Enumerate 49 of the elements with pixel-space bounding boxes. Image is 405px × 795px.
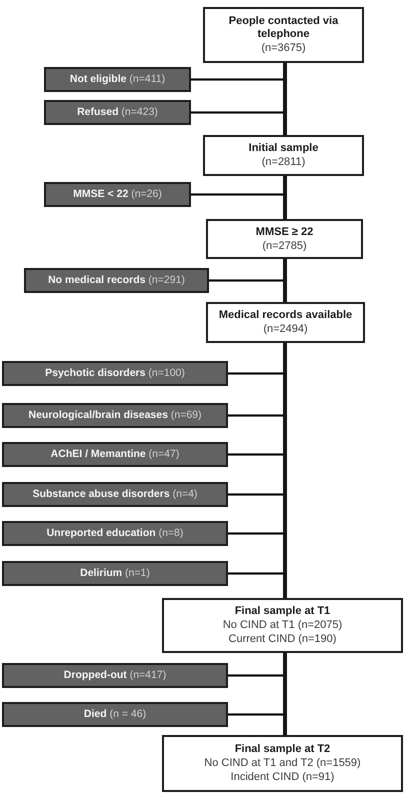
sample-count: (n=3675) — [261, 41, 306, 55]
exclusion-label: Died (n = 46) — [84, 708, 146, 721]
exclusion-label: Delirium (n=1) — [80, 567, 150, 580]
stage-heading: Final sample at T2 — [234, 743, 330, 756]
connector-line — [283, 176, 287, 219]
exclusion-box — [2, 663, 228, 688]
exclusion-box — [44, 67, 191, 92]
sample-count: Current CIND (n=190) — [228, 632, 336, 646]
stage-box — [206, 219, 363, 259]
exclusion-box — [44, 182, 191, 207]
exclusion-box — [24, 268, 209, 293]
exclusion-label: MMSE < 22 (n=26) — [73, 188, 162, 201]
exclusion-label: Psychotic disorders (n=100) — [45, 367, 185, 380]
exclusion-label: Not eligible (n=411) — [70, 73, 166, 86]
exclusion-box — [2, 442, 228, 467]
stage-box — [162, 735, 403, 792]
stage-heading: Final sample at T1 — [234, 605, 330, 618]
exclusion-box — [2, 561, 228, 586]
sample-count: No CIND at T1 (n=2075) — [222, 618, 342, 632]
exclusion-box — [2, 403, 228, 428]
exclusion-box — [2, 482, 228, 507]
stage-heading: People contacted via telephone — [228, 15, 340, 41]
exclusion-label: Dropped-out (n=417) — [64, 669, 166, 682]
exclusion-box — [2, 521, 228, 546]
connector-line — [283, 343, 287, 598]
exclusion-box — [2, 702, 228, 727]
exclusion-label: Unreported education (n=8) — [46, 527, 184, 540]
connector-line — [283, 653, 287, 735]
stage-box — [203, 135, 364, 176]
connector-line — [283, 259, 287, 302]
sample-count: No CIND at T1 and T2 (n=1559) — [204, 756, 361, 770]
sample-count: (n=2811) — [262, 155, 306, 169]
exclusion-label: Substance abuse disorders (n=4) — [32, 488, 198, 501]
exclusion-box — [44, 100, 191, 125]
exclusion-label: Refused (n=423) — [77, 106, 158, 119]
stage-box — [203, 7, 364, 63]
exclusion-box — [2, 361, 228, 386]
sample-count: (n=2785) — [262, 238, 307, 252]
stage-heading: Medical records available — [218, 309, 352, 322]
stage-heading: MMSE ≥ 22 — [256, 226, 314, 238]
stage-box — [162, 598, 403, 653]
exclusion-label: No medical records (n=291) — [48, 274, 185, 287]
exclusion-label: AChEI / Memantine (n=47) — [50, 448, 180, 461]
sample-count: Incident CIND (n=91) — [230, 770, 334, 784]
exclusion-label: Neurological/brain diseases (n=69) — [28, 409, 202, 422]
sample-count: (n=2494) — [263, 322, 308, 336]
stage-heading: Initial sample — [248, 142, 318, 155]
stage-box — [206, 302, 365, 343]
connector-line — [283, 63, 287, 135]
